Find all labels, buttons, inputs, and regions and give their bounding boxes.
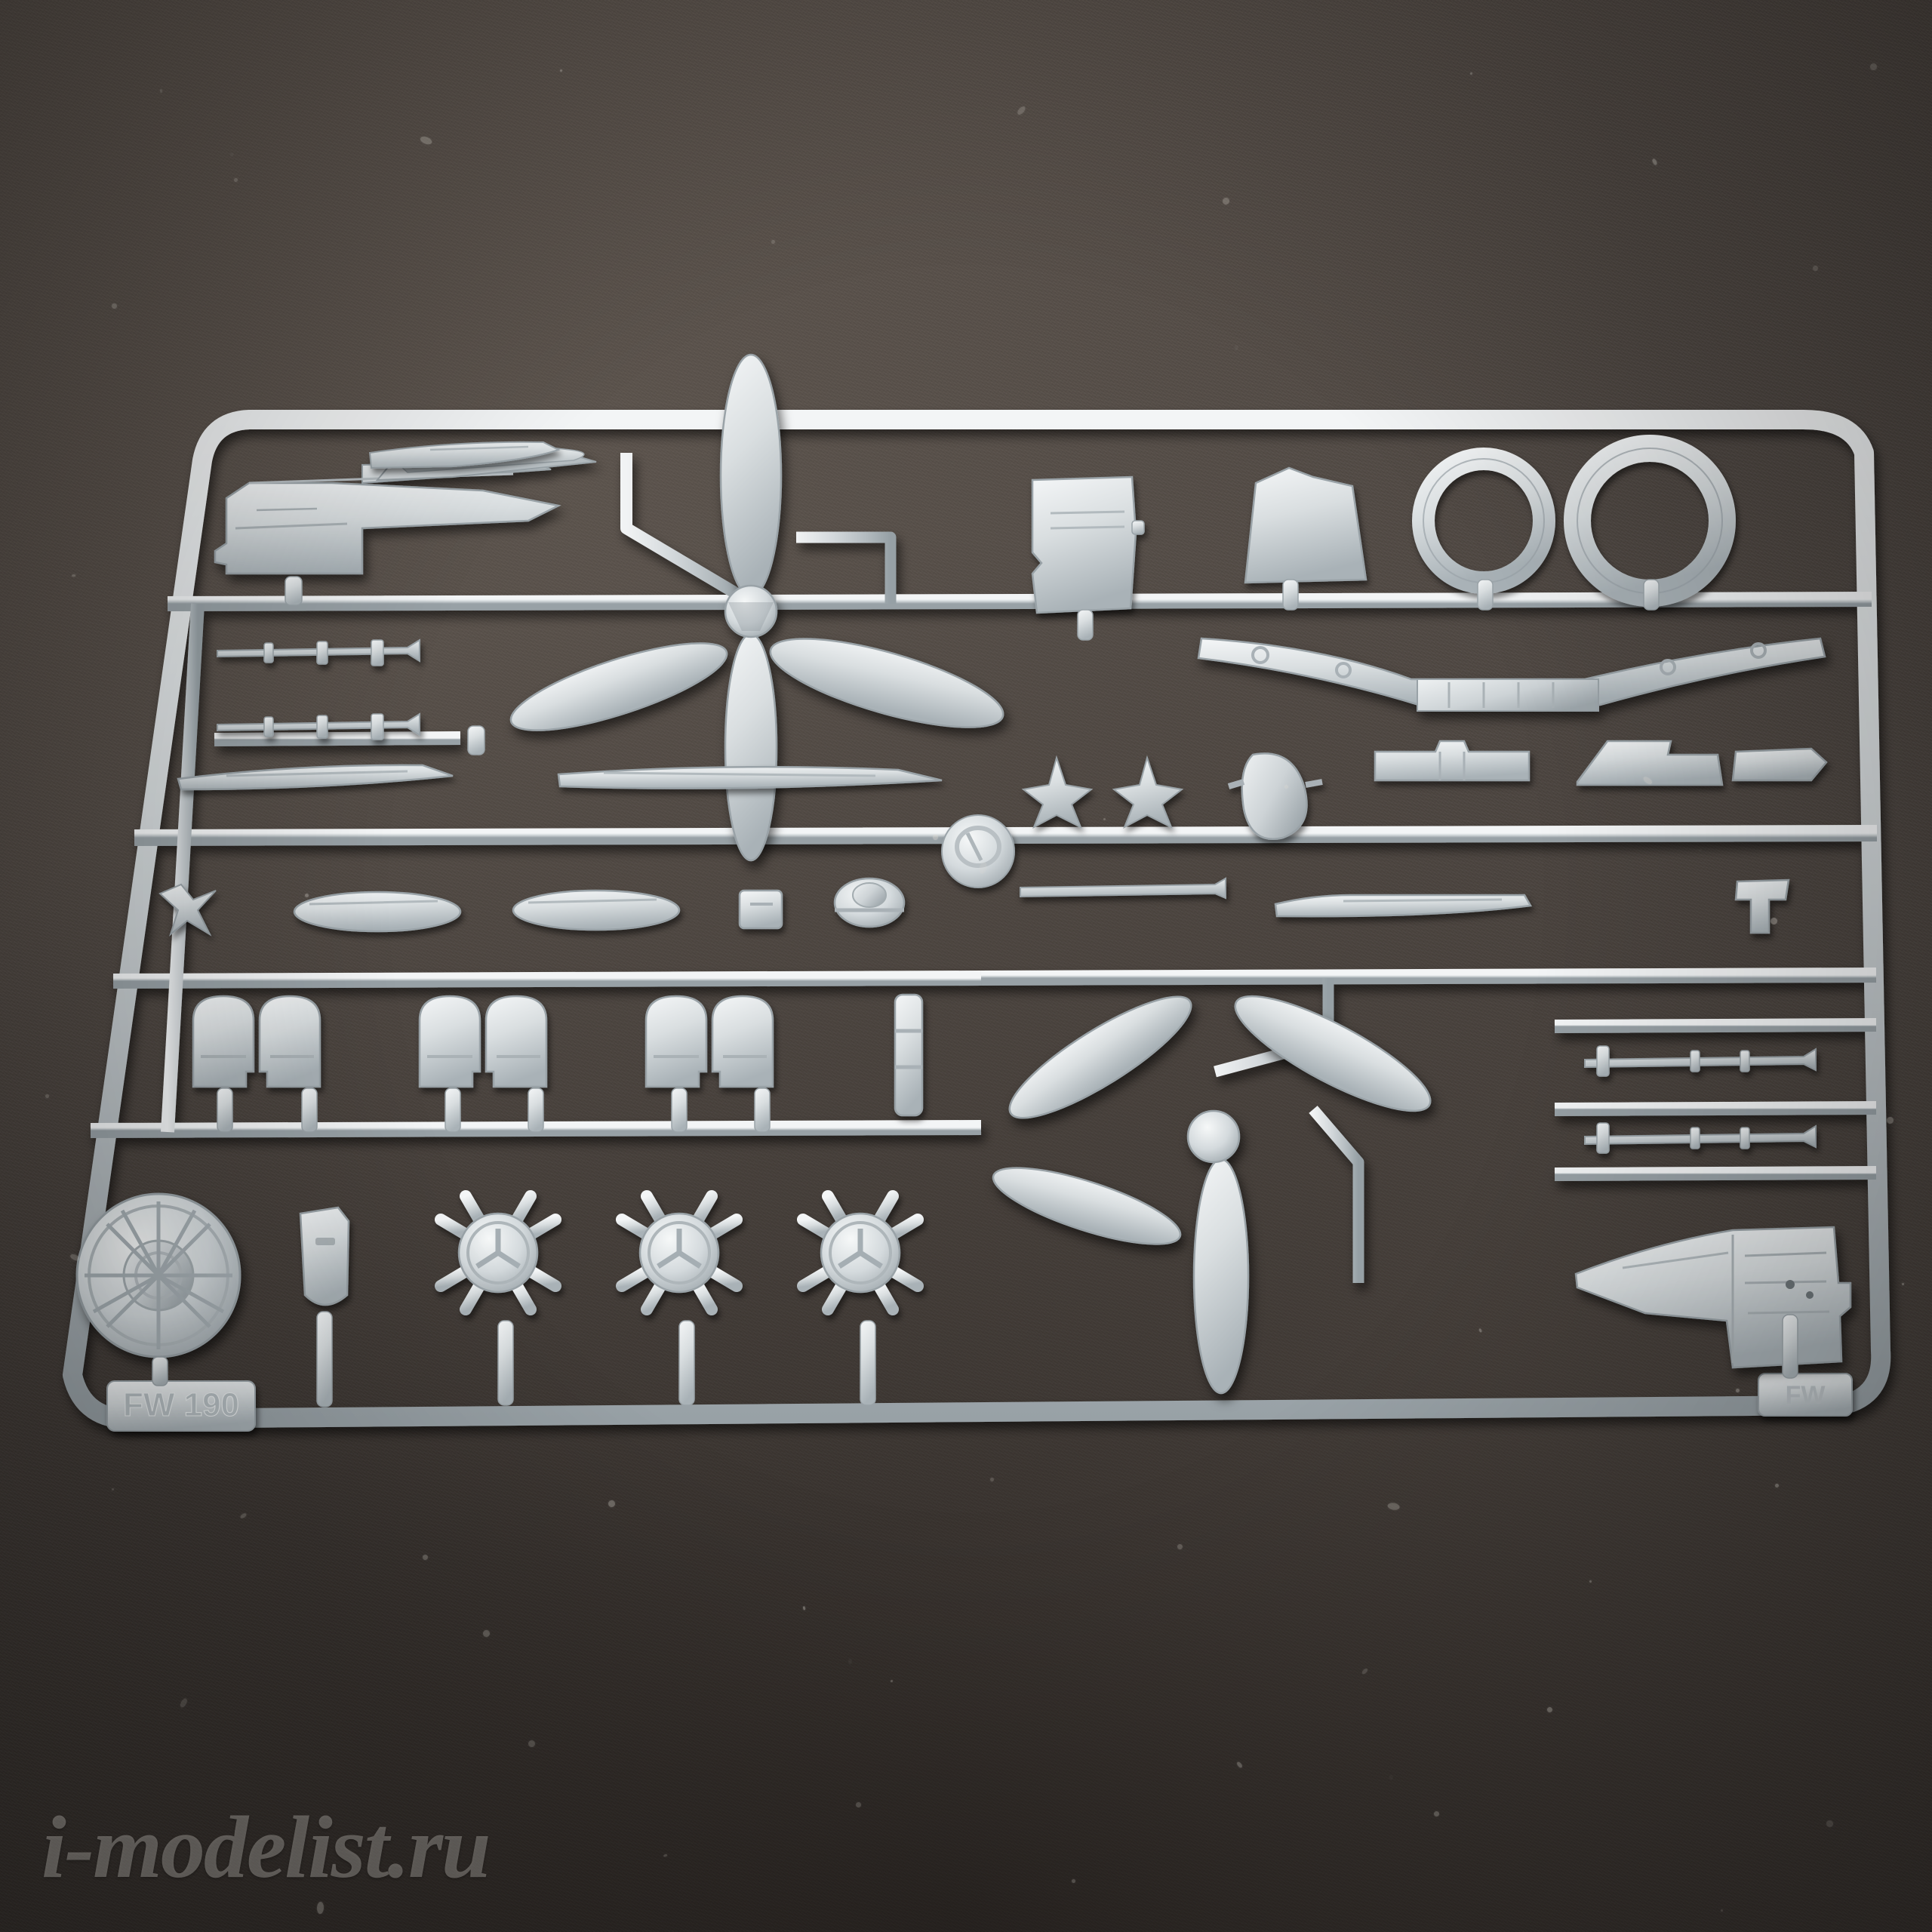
part-fuselage-half-right bbox=[1574, 1226, 1852, 1369]
part-tail-fin-pair bbox=[192, 995, 774, 1088]
part-fuselage-tail-boom-left bbox=[368, 441, 561, 469]
sprue-label-plaque-left: FW 190 bbox=[106, 1380, 256, 1432]
site-watermark: i-modelist.ru bbox=[42, 1798, 491, 1897]
part-canopy-frame bbox=[299, 1206, 350, 1306]
part-gun-barrel-rack bbox=[217, 638, 420, 740]
part-canopy-bubble bbox=[1227, 752, 1323, 840]
part-cowl-ring-small bbox=[1412, 448, 1555, 594]
part-wing-lower bbox=[1374, 740, 1828, 786]
part-exhaust-stub bbox=[894, 993, 924, 1117]
part-propeller-4blade-upper bbox=[509, 353, 1004, 862]
sprue-gate-nubs bbox=[152, 576, 1798, 1407]
part-antenna-mast bbox=[158, 883, 217, 957]
part-gun-barrel-rack-right bbox=[1020, 877, 1533, 918]
part-bulkhead-panel bbox=[1031, 475, 1145, 614]
part-small-bracket bbox=[738, 889, 783, 930]
part-radial-engine-cylinders bbox=[426, 1182, 933, 1324]
part-spinner-cap bbox=[833, 877, 942, 928]
sprue-label-plaque-right: FW bbox=[1758, 1373, 1853, 1417]
sprue-gate-disc bbox=[941, 814, 1015, 888]
part-drop-tank bbox=[293, 889, 681, 933]
part-wing-upper bbox=[177, 764, 943, 791]
part-cowl-ring-large bbox=[1564, 435, 1736, 607]
lint-speck bbox=[160, 89, 162, 94]
part-trapezoid-panel bbox=[1244, 466, 1367, 584]
lint-speck bbox=[1284, 784, 1289, 789]
part-propeller-4blade-lower bbox=[992, 995, 1432, 1395]
part-landing-gear-leg bbox=[1021, 755, 1184, 829]
part-small-bracket-right bbox=[1734, 878, 1790, 934]
part-gun-barrel-rack-lower bbox=[1584, 1045, 1817, 1154]
sprue-label-text: FW 190 bbox=[123, 1386, 239, 1423]
part-horizontal-stabiliser bbox=[1197, 637, 1826, 712]
part-radial-engine-face bbox=[75, 1192, 242, 1358]
sprue-label-right-text: FW bbox=[1786, 1381, 1826, 1410]
